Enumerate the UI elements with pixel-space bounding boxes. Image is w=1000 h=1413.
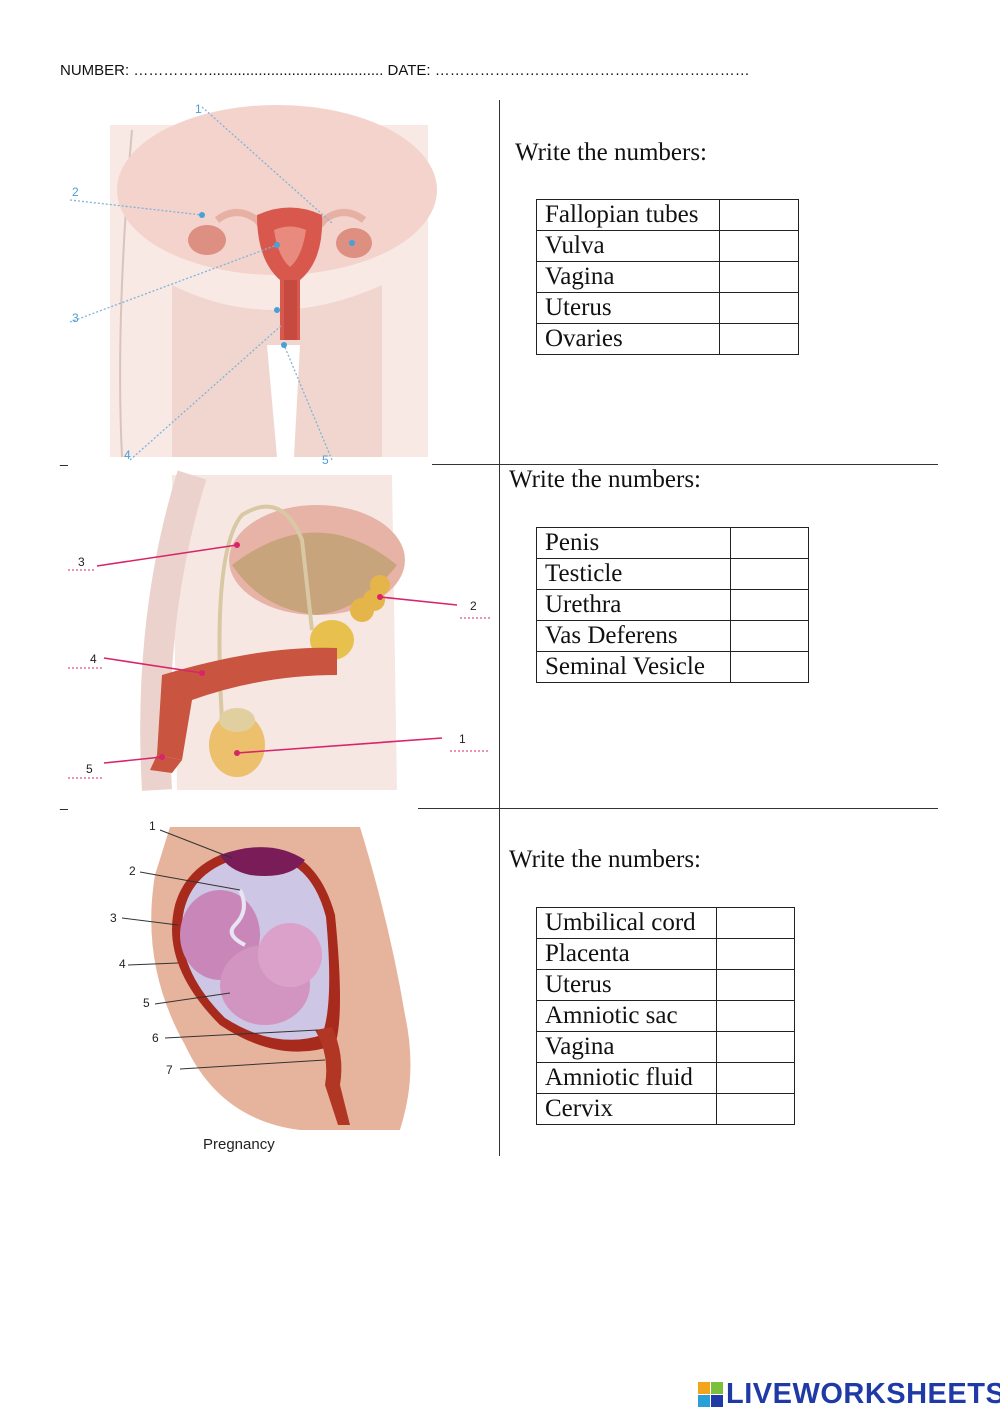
- term-cell: Uterus: [536, 292, 720, 324]
- section1-prompt: Write the numbers:: [515, 139, 707, 166]
- table-row: Uterus: [536, 969, 795, 1001]
- answer-box[interactable]: [719, 323, 799, 355]
- diagram2-label-2: 2: [470, 599, 477, 613]
- table-row: Vagina: [536, 261, 799, 293]
- term-cell: Vagina: [536, 1031, 717, 1063]
- row-divider-2: [418, 808, 938, 809]
- diagram1-label-5: 5: [322, 453, 329, 467]
- term-cell: Vas Deferens: [536, 620, 731, 652]
- diagram1-label-2: 2: [72, 185, 79, 199]
- pregnancy-diagram: 1 2 3 4 5 6 7: [110, 819, 420, 1130]
- diagram2-label-3: 3: [78, 555, 85, 569]
- section3-answer-table: Umbilical cord Placenta Uterus Amniotic …: [536, 907, 795, 1125]
- table-row: Amniotic sac: [536, 1000, 795, 1032]
- answer-box[interactable]: [716, 1000, 795, 1032]
- table-row: Ovaries: [536, 323, 799, 355]
- female-reproductive-diagram: 1 2 3 4 5: [69, 102, 437, 467]
- section2-answer-table: Penis Testicle Urethra Vas Deferens Semi…: [536, 527, 809, 683]
- answer-box[interactable]: [716, 1031, 795, 1063]
- term-cell: Vulva: [536, 230, 720, 262]
- table-row: Vas Deferens: [536, 620, 809, 652]
- table-row: Vagina: [536, 1031, 795, 1063]
- term-cell: Vagina: [536, 261, 720, 293]
- answer-box[interactable]: [719, 230, 799, 262]
- term-cell: Cervix: [536, 1093, 717, 1125]
- answer-box[interactable]: [730, 620, 809, 652]
- term-cell: Ovaries: [536, 323, 720, 355]
- diagram3-label-3: 3: [110, 911, 117, 925]
- table-row: Fallopian tubes: [536, 199, 799, 231]
- diagram1-label-1: 1: [195, 102, 202, 116]
- answer-box[interactable]: [716, 938, 795, 970]
- diagram3-label-6: 6: [152, 1031, 159, 1045]
- row-divider-1: [432, 464, 938, 465]
- table-row: Umbilical cord: [536, 907, 795, 939]
- column-divider-1: [499, 100, 500, 464]
- table-row: Uterus: [536, 292, 799, 324]
- table-row: Cervix: [536, 1093, 795, 1125]
- diagram1-label-4: 4: [124, 448, 131, 462]
- section3-prompt: Write the numbers:: [509, 846, 701, 873]
- liveworksheets-logo-icon: [698, 1381, 723, 1407]
- table-row: Vulva: [536, 230, 799, 262]
- pregnancy-caption: Pregnancy: [203, 1136, 275, 1153]
- dash-mark-2: _: [60, 794, 68, 810]
- diagram2-label-1: 1: [459, 732, 466, 746]
- answer-box[interactable]: [716, 1062, 795, 1094]
- term-cell: Placenta: [536, 938, 717, 970]
- diagram2-label-4: 4: [90, 652, 97, 666]
- male-reproductive-diagram: 1 2 3 4 5: [68, 470, 490, 791]
- table-row: Seminal Vesicle: [536, 651, 809, 683]
- diagram3-label-7: 7: [166, 1063, 173, 1077]
- diagram2-label-5: 5: [86, 762, 93, 776]
- term-cell: Uterus: [536, 969, 717, 1001]
- dash-mark-1: _: [60, 450, 68, 466]
- answer-box[interactable]: [716, 907, 795, 939]
- section1-answer-table: Fallopian tubes Vulva Vagina Uterus Ovar…: [536, 199, 799, 355]
- column-divider-3: [499, 808, 500, 1156]
- column-divider-2: [499, 464, 500, 808]
- diagram3-label-1: 1: [149, 819, 156, 833]
- answer-box[interactable]: [730, 527, 809, 559]
- table-row: Urethra: [536, 589, 809, 621]
- term-cell: Amniotic sac: [536, 1000, 717, 1032]
- term-cell: Penis: [536, 527, 731, 559]
- table-row: Amniotic fluid: [536, 1062, 795, 1094]
- answer-box[interactable]: [730, 558, 809, 590]
- term-cell: Umbilical cord: [536, 907, 717, 939]
- table-row: Testicle: [536, 558, 809, 590]
- answer-box[interactable]: [730, 651, 809, 683]
- term-cell: Testicle: [536, 558, 731, 590]
- answer-box[interactable]: [719, 292, 799, 324]
- diagram3-label-5: 5: [143, 996, 150, 1010]
- term-cell: Seminal Vesicle: [536, 651, 731, 683]
- section2-prompt: Write the numbers:: [509, 466, 701, 493]
- table-row: Penis: [536, 527, 809, 559]
- answer-box[interactable]: [716, 969, 795, 1001]
- table-row: Placenta: [536, 938, 795, 970]
- answer-box[interactable]: [716, 1093, 795, 1125]
- logo-text: LIVEWORKSHEETS: [726, 1378, 1000, 1410]
- term-cell: Urethra: [536, 589, 731, 621]
- liveworksheets-logo: LIVEWORKSHEETS: [698, 1378, 1000, 1411]
- diagram1-label-3: 3: [72, 311, 79, 325]
- term-cell: Amniotic fluid: [536, 1062, 717, 1094]
- diagram3-label-2: 2: [129, 864, 136, 878]
- diagram3-label-4: 4: [119, 957, 126, 971]
- answer-box[interactable]: [719, 199, 799, 231]
- term-cell: Fallopian tubes: [536, 199, 720, 231]
- number-date-line: NUMBER: ……………...........................…: [60, 62, 750, 79]
- answer-box[interactable]: [719, 261, 799, 293]
- answer-box[interactable]: [730, 589, 809, 621]
